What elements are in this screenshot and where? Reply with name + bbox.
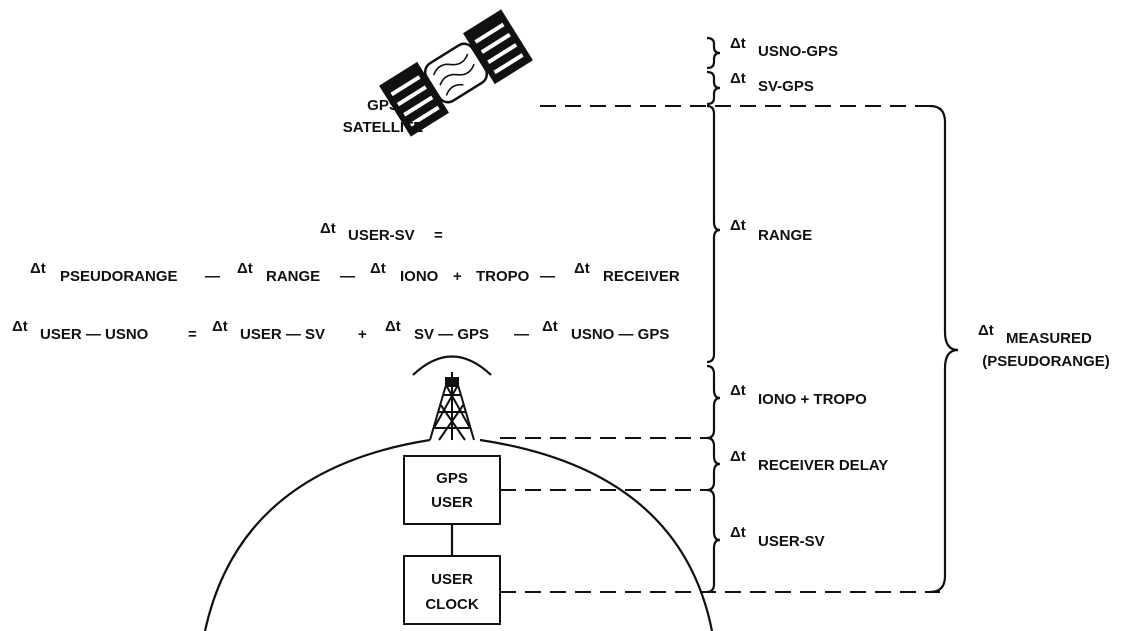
receiver-delay-label: RECEIVER DELAY (758, 457, 888, 474)
eq2-tropo: TROPO (476, 268, 530, 285)
sv-gps-delta: Δt (730, 70, 746, 87)
user-clock-line2: CLOCK (425, 596, 478, 613)
eq3-user-usno: USER — USNO (40, 326, 149, 343)
measured-line2: (PSEUDORANGE) (982, 353, 1110, 370)
earth-arc (203, 438, 431, 631)
satellite-icon (379, 9, 533, 137)
user-sv-label: USER-SV (758, 533, 825, 550)
user-clock-line1: USER (431, 571, 473, 588)
iono-tropo-delta: Δt (730, 382, 746, 399)
eq3-usno-gps: USNO — GPS (571, 326, 669, 343)
eq3-delta-4: Δt (542, 318, 558, 335)
earth-arc-right (479, 438, 714, 631)
user-clock-box (403, 555, 501, 625)
eq2-pseudorange: PSEUDORANGE (60, 268, 178, 285)
antenna-dish (412, 355, 492, 376)
gps-user-line2: USER (431, 494, 473, 511)
brace-iono-tropo (706, 364, 721, 440)
range-label: RANGE (758, 227, 812, 244)
eq3-sv-gps: SV — GPS (414, 326, 489, 343)
brace-range (706, 104, 721, 364)
brace-receiver-delay (706, 436, 721, 492)
equation-3: Δt USER — USNO = Δt USER — SV + Δt SV — … (12, 318, 669, 343)
brace-sv-gps (706, 70, 721, 106)
measured-delta: Δt (978, 322, 994, 339)
equation-2: Δt PSEUDORANGE — Δt RANGE — Δt IONO + TR… (30, 260, 680, 285)
eq1-delta: Δt (320, 220, 336, 237)
eq2-range: RANGE (266, 268, 320, 285)
sv-gps-label: SV-GPS (758, 78, 814, 95)
brace-usno-gps (706, 36, 721, 70)
receiver-delay-delta: Δt (730, 448, 746, 465)
eq2-minus-2: — (340, 268, 355, 285)
segment-range: Δt RANGE (730, 217, 812, 244)
segment-user-sv: Δt USER-SV (730, 524, 825, 550)
eq2-minus-3: — (540, 268, 555, 285)
eq3-eq: = (188, 326, 197, 343)
satellite-label-line1: GPS (367, 97, 399, 114)
eq2-minus-1: — (205, 268, 220, 285)
eq3-plus: + (358, 326, 367, 343)
user-sv-delta: Δt (730, 524, 746, 541)
iono-tropo-label: IONO + TROPO (758, 391, 867, 408)
equation-1: Δt USER-SV = (320, 220, 443, 244)
eq1-lhs: USER-SV (348, 227, 415, 244)
eq1-eq: = (434, 227, 443, 244)
eq2-delta-1: Δt (30, 260, 46, 277)
eq2-delta-2: Δt (237, 260, 253, 277)
brace-user-sv (706, 488, 721, 594)
eq3-delta-3: Δt (385, 318, 401, 335)
eq3-user-sv: USER — SV (240, 326, 325, 343)
eq2-plus: + (453, 268, 462, 285)
satellite-label-line2: SATELLITE (343, 119, 424, 136)
gps-user-box (403, 455, 501, 525)
measured-line1: MEASURED (1006, 330, 1092, 347)
eq2-receiver: RECEIVER (603, 268, 680, 285)
eq3-minus: — (514, 326, 529, 343)
measured-label: Δt MEASURED (PSEUDORANGE) (978, 322, 1110, 370)
eq2-delta-3: Δt (370, 260, 386, 277)
eq2-delta-4: Δt (574, 260, 590, 277)
gps-user-line1: GPS (436, 470, 468, 487)
range-delta: Δt (730, 217, 746, 234)
eq3-delta-1: Δt (12, 318, 28, 335)
segment-sv-gps: Δt SV-GPS (730, 70, 814, 95)
segment-iono-tropo: Δt IONO + TROPO (730, 382, 867, 408)
segment-receiver-delay: Δt RECEIVER DELAY (730, 448, 888, 474)
antenna-tower-icon (429, 372, 475, 441)
eq3-delta-2: Δt (212, 318, 228, 335)
brace-measured (929, 104, 959, 594)
eq2-iono: IONO (400, 268, 439, 285)
segment-usno-gps: Δt USNO-GPS (730, 35, 838, 60)
usno-gps-delta: Δt (730, 35, 746, 52)
usno-gps-label: USNO-GPS (758, 43, 838, 60)
